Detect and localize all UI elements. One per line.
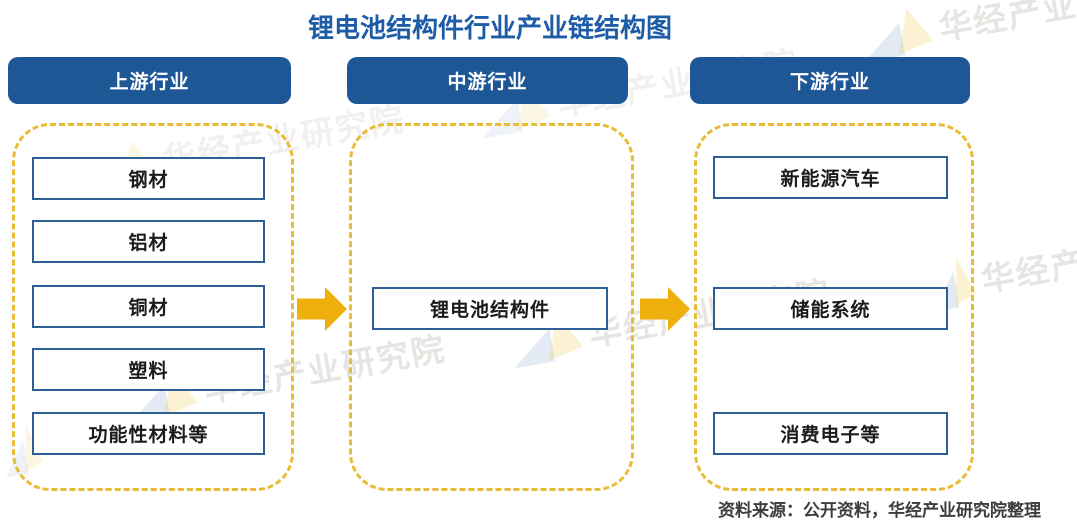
upstream-item-plastic: 塑料: [32, 348, 265, 391]
upstream-item-aluminum: 铝材: [32, 220, 265, 263]
header-upstream: 上游行业: [8, 57, 291, 104]
upstream-item-copper: 铜材: [32, 285, 265, 328]
downstream-item-energy-storage: 储能系统: [713, 287, 948, 330]
upstream-item-functional-materials: 功能性材料等: [32, 412, 265, 455]
watermark-text: 华经产业研究院: [978, 219, 1077, 299]
midstream-item-battery-structural-parts: 锂电池结构件: [372, 287, 608, 330]
downstream-group-container: [694, 123, 974, 491]
downstream-item-nev: 新能源汽车: [713, 156, 948, 199]
page-title: 锂电池结构件行业产业链结构图: [307, 13, 672, 43]
flow-arrow-right-icon: [297, 287, 347, 331]
downstream-item-consumer-electronics: 消费电子等: [713, 412, 948, 455]
flow-arrow-right-icon: [640, 287, 690, 331]
header-midstream: 中游行业: [347, 57, 628, 104]
upstream-group-container: [12, 123, 294, 491]
midstream-group-container: [349, 123, 634, 491]
header-downstream: 下游行业: [690, 57, 970, 104]
upstream-item-steel: 钢材: [32, 157, 265, 200]
